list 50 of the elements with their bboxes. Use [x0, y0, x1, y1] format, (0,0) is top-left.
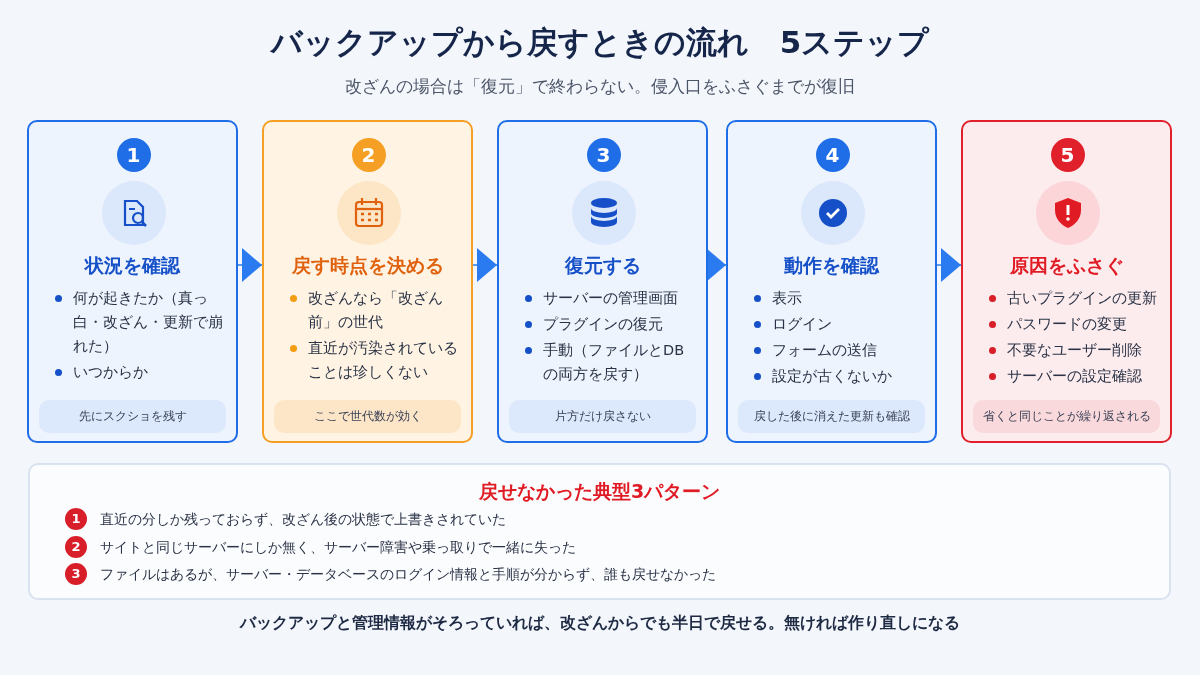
bullet-item: 不要なユーザー削除: [985, 338, 1158, 362]
bullet-item: 改ざんなら「改ざん前」の世代: [286, 286, 459, 334]
bullet-item: 古いプラグインの更新: [985, 286, 1158, 310]
step-card: [262, 120, 473, 443]
pattern-panel: [28, 463, 1171, 600]
bullet-item: 手動（ファイルとDBの両方を戻す）: [521, 338, 694, 386]
subtitle: 改ざんの場合は「復元」で終わらない。侵入口をふさぐまでが復旧: [344, 75, 856, 98]
number-badge: 3: [65, 563, 87, 585]
step-card: [497, 120, 708, 443]
number-badge: 3: [586, 138, 621, 172]
arrow: [706, 248, 727, 282]
footer-note: バックアップと管理情報がそろっていれば、改ざんからでも半日で戻せる。無ければ作り直しになる: [238, 613, 961, 634]
number-badge: 5: [1050, 138, 1085, 172]
bullet-item: ログイン: [750, 312, 923, 336]
bullet-item: いつからか: [51, 360, 224, 384]
step-card: [726, 120, 937, 443]
number-badge: 2: [65, 535, 87, 558]
step-title: 原因をふさぐ: [1008, 253, 1125, 278]
bullet-item: サーバーの管理画面: [521, 286, 694, 310]
number-badge: 1: [65, 508, 87, 530]
note-pill: ここで世代数が効く: [274, 400, 461, 433]
step-title: 動作を確認: [783, 253, 881, 278]
bullet-item: パスワードの変更: [985, 312, 1158, 336]
bullet-item: プラグインの復元: [521, 312, 694, 336]
note-pill: 片方だけ戻さない: [509, 400, 696, 433]
bullet-item: 何が起きたか（真っ白・改ざん・更新で崩れた）: [51, 286, 224, 358]
panel-title: 戻せなかった典型3パターン: [477, 479, 722, 504]
pattern-text: 直近の分しか残っておらず、改ざん後の状態で上書きされていた: [100, 510, 506, 529]
pattern-text: ファイルはあるが、サーバー・データベースのログイン情報と手順が分からず、誰も戻せなかった: [100, 565, 716, 584]
number-badge: 4: [815, 138, 850, 172]
step-title: 戻す時点を決める: [290, 253, 445, 278]
bullet-item: サーバーの設定確認: [985, 364, 1158, 388]
step-card: [961, 120, 1172, 443]
note-pill: 戻した後に消えた更新も確認: [738, 400, 925, 433]
bullet-item: 直近が汚染されていることは珍しくない: [286, 336, 459, 384]
arrow: [472, 248, 498, 282]
step-title: 状況を確認: [83, 253, 182, 278]
number-badge: 1: [116, 138, 151, 172]
note-pill: 先にスクショを残す: [39, 400, 226, 433]
arrow: [936, 248, 962, 282]
number-badge: 2: [351, 138, 386, 172]
note-pill: 省くと同じことが繰り返される: [973, 400, 1160, 433]
pattern-text: サイトと同じサーバーにしか無く、サーバー障害や乗っ取りで一緒に失った: [100, 537, 576, 557]
bullet-item: 表示: [750, 286, 923, 310]
step-card: [27, 120, 238, 443]
bullet-item: フォームの送信: [750, 338, 923, 362]
bullet-item: 設定が古くないか: [750, 364, 923, 388]
step-title: 復元する: [563, 253, 642, 278]
title: バックアップから戻すときの流れ 5ステップ: [269, 23, 931, 62]
arrow: [237, 248, 263, 282]
